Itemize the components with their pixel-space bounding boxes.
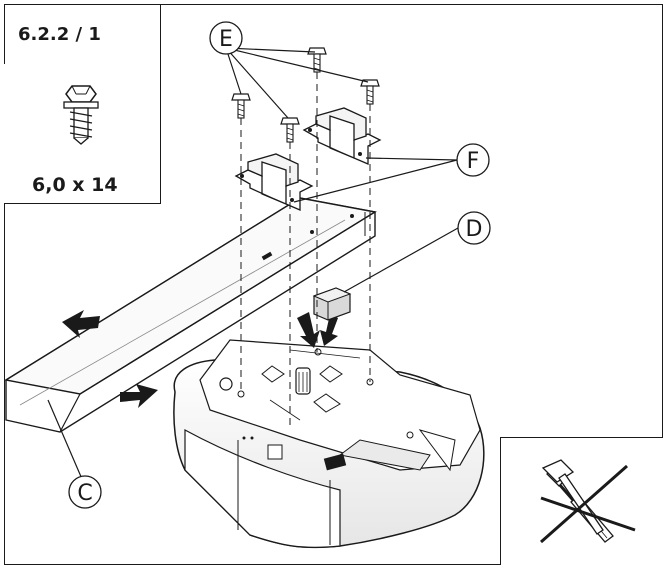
- prohibited-cross-icon: [540, 464, 636, 544]
- step-number: 6.2.2 / 1: [18, 24, 101, 45]
- connector-d: [312, 287, 352, 321]
- hex-screw-icon: [63, 85, 99, 145]
- svg-text:F: F: [467, 149, 480, 174]
- alignment-lines: [240, 72, 371, 430]
- arrow-left-icon: [62, 310, 100, 338]
- operator-housing: [173, 339, 485, 549]
- rail-c: [4, 197, 377, 433]
- screw-e-1: [231, 93, 251, 119]
- screw-spec-box: [4, 64, 161, 204]
- callout-f: F: [456, 143, 490, 177]
- svg-text:D: D: [466, 217, 483, 242]
- callout-e: E: [209, 21, 243, 55]
- insert-arrow-icon: [297, 312, 338, 348]
- bracket-f-left: [234, 153, 314, 211]
- arrow-right-icon: [120, 384, 158, 408]
- bracket-f-right: [302, 107, 382, 165]
- diagram-frame: [4, 4, 663, 565]
- screw-e-4: [360, 79, 380, 105]
- no-hammer-box: [500, 437, 663, 565]
- svg-text:E: E: [219, 27, 233, 52]
- screw-e-2: [280, 117, 300, 143]
- leader-lines: [47, 47, 459, 487]
- screw-size-label: 6,0 x 14: [32, 174, 118, 196]
- callout-c: C: [68, 475, 102, 509]
- svg-text:C: C: [77, 481, 92, 506]
- callout-d: D: [457, 211, 491, 245]
- hammer-icon: [541, 459, 604, 535]
- no-hammer-icon: [540, 459, 636, 544]
